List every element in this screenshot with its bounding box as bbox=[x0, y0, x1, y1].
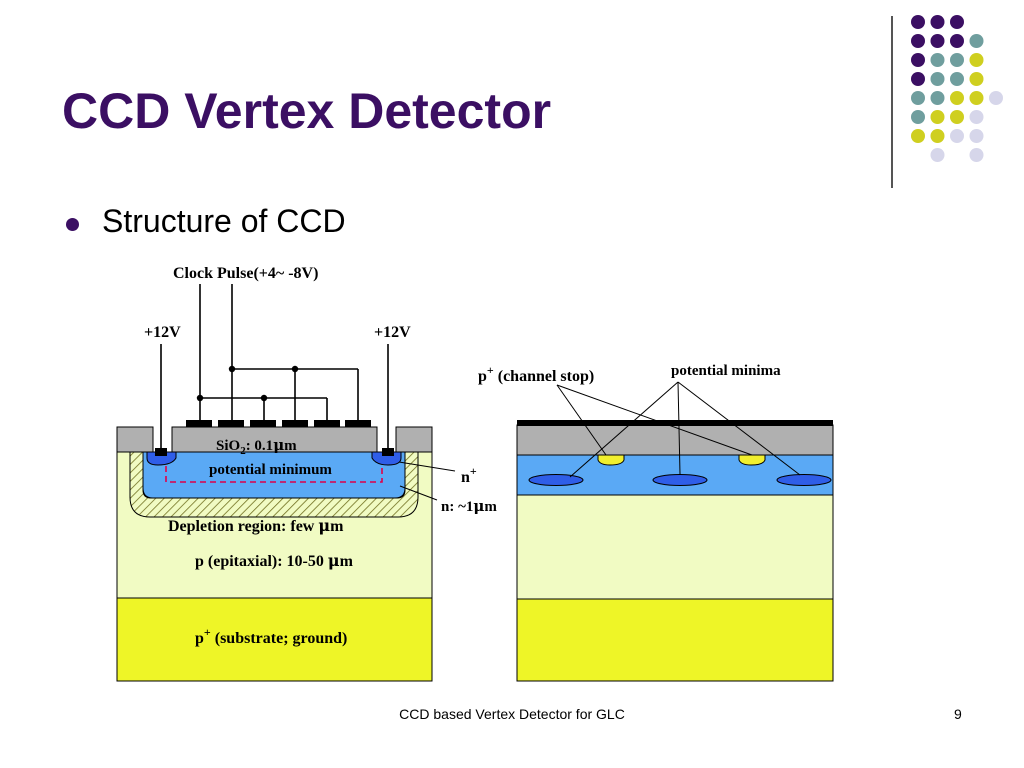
decor-dot bbox=[930, 15, 945, 29]
decor-dot bbox=[950, 15, 964, 29]
decor-dot bbox=[950, 110, 964, 124]
gate-electrodes bbox=[186, 420, 371, 427]
decor-dot bbox=[969, 91, 984, 105]
decor-dot bbox=[911, 34, 925, 48]
label-n-layer: n: ~1μm bbox=[441, 497, 497, 515]
decor-dot bbox=[950, 129, 964, 143]
page-number: 9 bbox=[954, 706, 962, 722]
channel-stop-1 bbox=[597, 454, 625, 466]
label-sio2: SiO2: 0.1μm bbox=[216, 436, 297, 457]
bullet-text: Structure of CCD bbox=[102, 203, 346, 239]
decor-dot bbox=[911, 110, 925, 124]
gate-electrode bbox=[218, 420, 244, 427]
label-clock-pulse: Clock Pulse(+4~ -8V) bbox=[173, 265, 318, 282]
decor-dot bbox=[950, 72, 964, 86]
wiring-junctions bbox=[196, 365, 299, 402]
decor-dot bbox=[950, 91, 964, 105]
slide-footer: CCD based Vertex Detector for GLC bbox=[399, 706, 625, 722]
decor-dot bbox=[911, 91, 925, 105]
contact-left bbox=[155, 448, 167, 456]
right-substrate-layer bbox=[516, 598, 834, 682]
potential-minimum-2 bbox=[652, 474, 708, 486]
label-n-plus: n+ bbox=[461, 464, 477, 486]
decor-divider-line bbox=[891, 16, 893, 188]
potential-minimum-3 bbox=[776, 474, 832, 486]
decor-dot-grid bbox=[911, 15, 1003, 162]
n-plus-implant-left bbox=[146, 451, 177, 466]
right-epitaxial-layer bbox=[516, 494, 834, 600]
decor-dot bbox=[969, 72, 984, 86]
right-cross-section bbox=[516, 381, 834, 682]
oxide-left bbox=[116, 426, 154, 453]
gate-electrode bbox=[186, 420, 212, 427]
decor-dot bbox=[930, 34, 945, 48]
leader-n-plus bbox=[398, 461, 456, 472]
decor-dot bbox=[911, 72, 925, 86]
contact-right bbox=[382, 448, 394, 456]
decor-dot bbox=[930, 148, 945, 162]
label-channel-stop: p+ (channel stop) bbox=[478, 363, 594, 385]
decor-dot bbox=[930, 91, 945, 105]
decor-dot bbox=[930, 53, 945, 67]
decor-dot bbox=[969, 148, 984, 162]
decor-dot bbox=[930, 110, 945, 124]
oxide-center bbox=[171, 426, 378, 453]
channel-stop-2 bbox=[738, 454, 766, 466]
decor-dot bbox=[950, 34, 964, 48]
decor-dot bbox=[969, 53, 984, 67]
gate-electrode bbox=[282, 420, 308, 427]
gate-electrode bbox=[314, 420, 340, 427]
gate-electrode bbox=[345, 420, 371, 427]
decor-dot bbox=[911, 53, 925, 67]
potential-minimum-line bbox=[165, 466, 383, 483]
label-epitaxial: p (epitaxial): 10-50 μm bbox=[195, 551, 354, 570]
bullet-dot bbox=[66, 218, 79, 231]
decor-dot bbox=[969, 129, 984, 143]
decor-dot bbox=[911, 15, 925, 29]
potential-minimum-1 bbox=[528, 474, 584, 486]
decor-dot bbox=[911, 129, 925, 143]
label-12v-right: +12V bbox=[374, 324, 411, 341]
right-leader-lines bbox=[556, 381, 801, 478]
decor-dot bbox=[989, 91, 1003, 105]
label-substrate: p+ (substrate; ground) bbox=[195, 625, 347, 647]
decor-dot bbox=[950, 53, 964, 67]
right-electrode bbox=[517, 420, 833, 426]
oxide-right bbox=[395, 426, 433, 453]
leader-n-layer bbox=[399, 485, 438, 501]
decor-dot bbox=[930, 129, 945, 143]
label-depletion-region: Depletion region: few μm bbox=[168, 516, 344, 535]
decor-dot bbox=[930, 72, 945, 86]
label-12v-left: +12V bbox=[144, 324, 181, 341]
n-layer bbox=[142, 451, 406, 499]
decor-dot bbox=[969, 110, 984, 124]
label-potential-minimum: potential minimum bbox=[209, 462, 332, 478]
substrate-layer bbox=[116, 597, 433, 682]
gate-electrode bbox=[250, 420, 276, 427]
slide-title: CCD Vertex Detector bbox=[62, 83, 552, 139]
label-potential-minima: potential minima bbox=[671, 363, 781, 379]
left-cross-section bbox=[116, 284, 456, 682]
decor-dot bbox=[969, 34, 984, 48]
right-oxide bbox=[516, 424, 834, 456]
